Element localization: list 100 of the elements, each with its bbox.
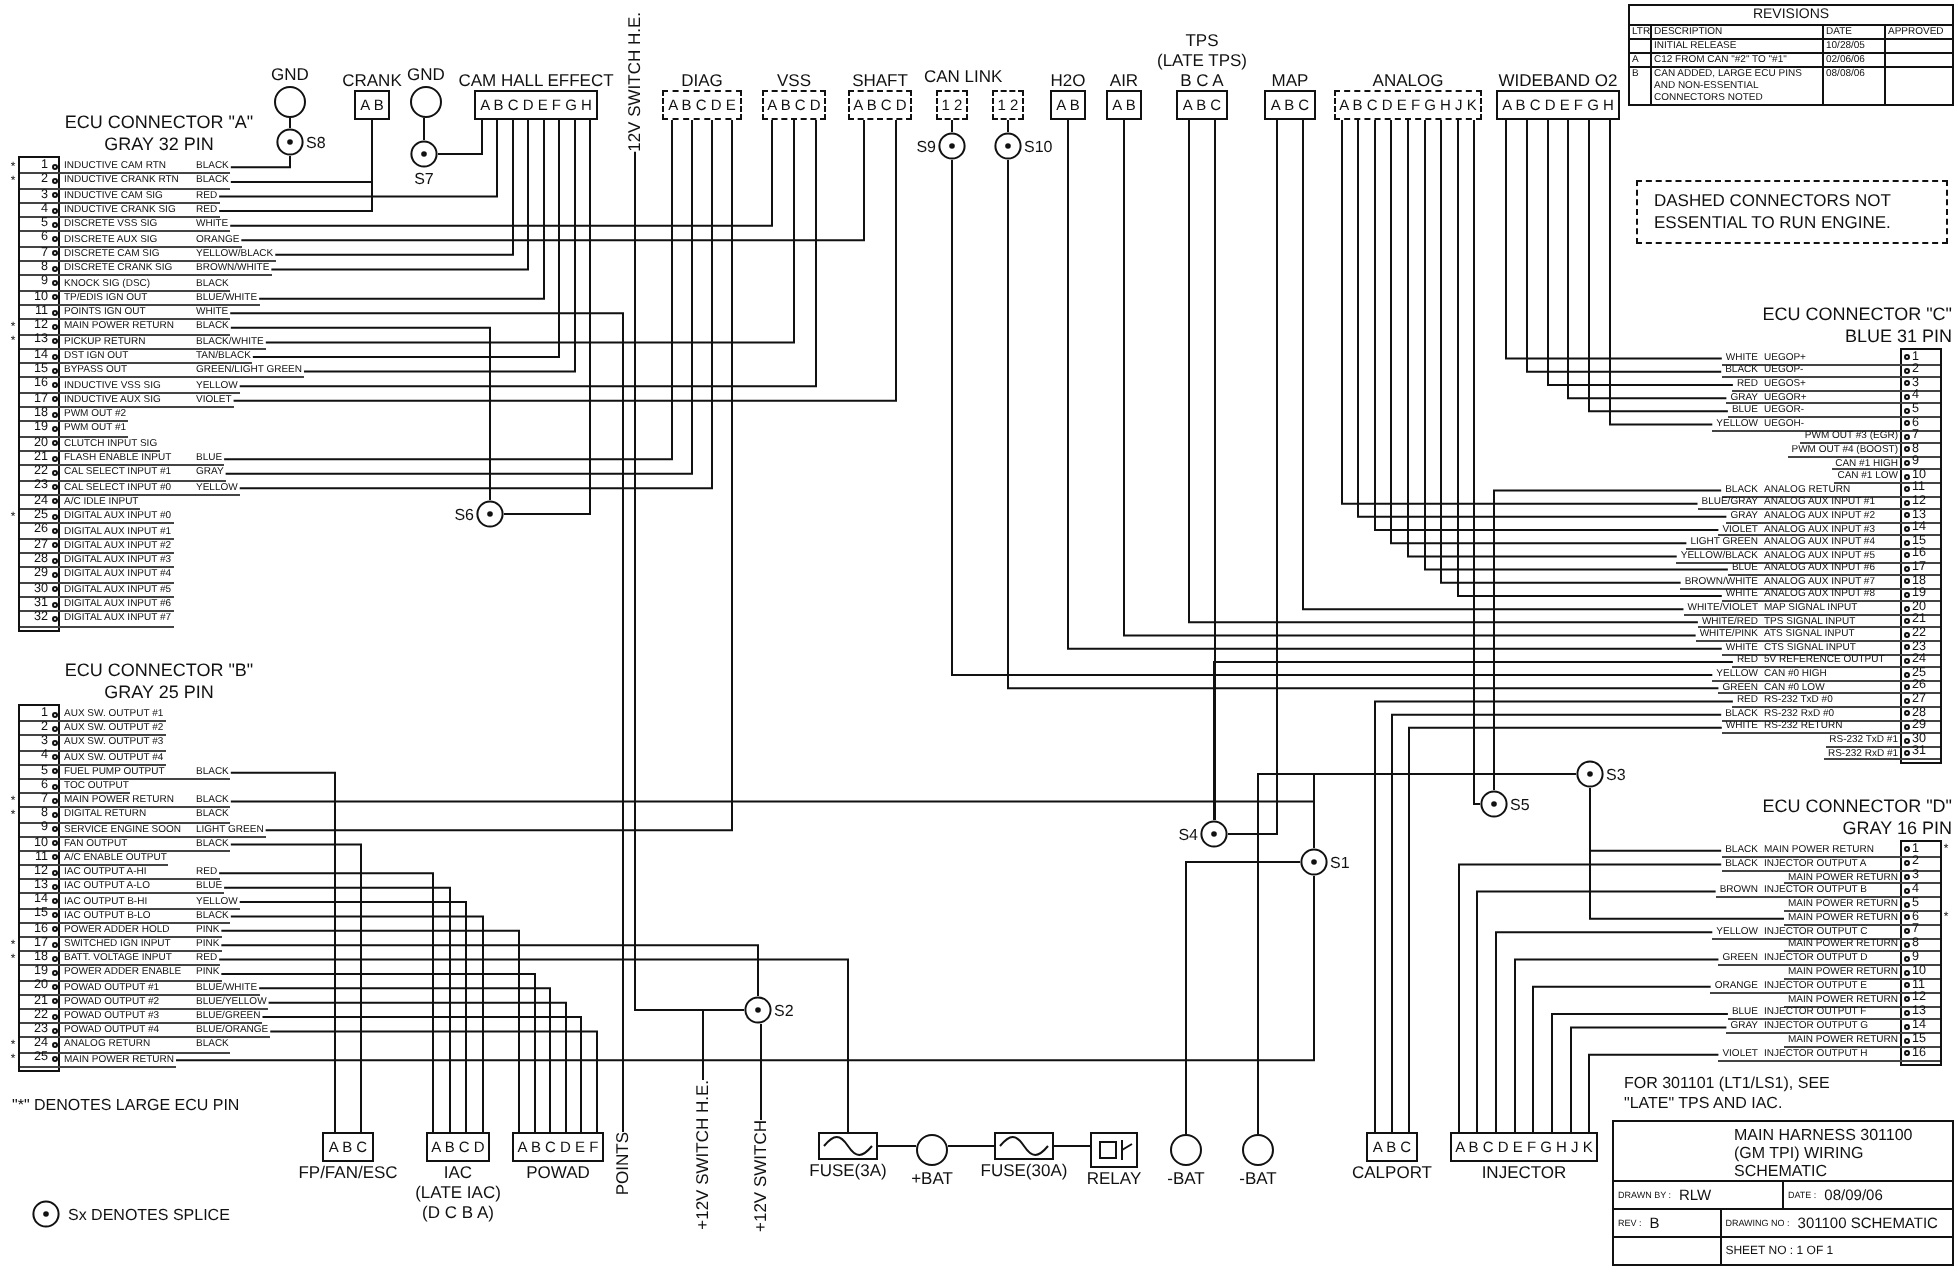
pin-row — [20, 466, 226, 482]
pin-row — [1732, 378, 1940, 392]
wire — [264, 119, 733, 832]
pin-row — [1721, 844, 1940, 858]
pin-row — [20, 524, 174, 540]
wire — [1547, 119, 1734, 386]
wire — [1185, 861, 1301, 1135]
connector-title: ECU CONNECTOR "D" — [1762, 796, 1952, 818]
wire — [1424, 119, 1729, 571]
pin-row — [20, 539, 174, 555]
pin-row — [20, 495, 141, 511]
wire — [175, 875, 1315, 1062]
pin-row — [20, 938, 222, 953]
pin-row — [20, 708, 166, 723]
wire — [1214, 119, 1216, 821]
connector-label: (D C B A) — [422, 1202, 494, 1222]
pin-row — [1825, 734, 1940, 748]
pin-row — [1784, 871, 1940, 885]
connector-title: ECU CONNECTOR "B" — [64, 660, 254, 682]
pin-row — [1721, 365, 1940, 379]
wire — [1493, 489, 1723, 791]
pin-row — [1695, 628, 1940, 643]
pin-row — [20, 378, 240, 394]
connector-label: SHAFT — [852, 70, 908, 90]
wire — [1302, 119, 1685, 611]
connector-title: ECU CONNECTOR "C" — [1762, 304, 1952, 326]
pin-row — [20, 276, 231, 292]
wire — [1551, 1012, 1729, 1133]
pin-row — [1833, 470, 1940, 484]
wire — [220, 929, 520, 1133]
wire — [1588, 119, 1729, 413]
connector-label: INJECTOR — [1481, 1162, 1567, 1182]
pin-row — [20, 510, 174, 525]
pin-row — [1710, 979, 1940, 994]
pin-row — [1715, 884, 1940, 899]
pin-row — [20, 320, 231, 336]
connector-label: DIAG — [681, 70, 723, 90]
pin-row — [1831, 457, 1940, 471]
pin-row — [1712, 925, 1940, 940]
splice-label: S3 — [1606, 765, 1626, 783]
relay-label: RELAY — [1086, 1168, 1142, 1188]
pin-row — [1726, 510, 1940, 524]
pin-row — [20, 751, 166, 766]
wire — [218, 119, 498, 198]
splice-label: S1 — [1330, 853, 1350, 871]
wire — [1473, 119, 1481, 805]
connector-label: CALPORT — [1352, 1162, 1432, 1182]
terminal-label: -BAT — [1239, 1168, 1277, 1188]
pin-row — [20, 722, 166, 737]
wire-label: 12V SWITCH H.E. — [624, 12, 646, 152]
pin-row — [20, 736, 166, 752]
connector-label: ANALOG — [1372, 70, 1444, 90]
pin-row — [20, 823, 266, 838]
pin-row — [20, 554, 174, 569]
pin-row — [1784, 939, 1940, 953]
wire — [220, 972, 536, 1133]
pin-row — [1712, 668, 1940, 682]
wire — [1440, 119, 1682, 584]
wire — [220, 944, 759, 997]
pin-row — [1721, 857, 1940, 872]
fuse-label: FUSE(3A) — [809, 1160, 887, 1180]
pin-row — [20, 1053, 176, 1068]
pin-row — [20, 794, 231, 809]
connector-label: IAC — [443, 1162, 473, 1182]
pin-row — [1697, 615, 1940, 629]
wire — [258, 119, 545, 300]
pin-row — [1784, 966, 1940, 980]
wire — [503, 119, 591, 515]
pin-row — [1718, 681, 1940, 695]
wire — [229, 326, 491, 501]
pin-row — [1721, 483, 1940, 498]
wire — [238, 901, 467, 1133]
note-text: FOR 301101 (LT1/LS1), SEE "LATE" TPS AND IAC. — [1624, 1074, 1832, 1114]
wire — [270, 119, 529, 271]
connector-label: TPS — [1185, 30, 1219, 50]
pin-row — [1718, 1047, 1940, 1062]
pin-row — [1697, 497, 1940, 511]
splice-label: S4 — [1178, 825, 1198, 843]
wire — [238, 119, 817, 388]
wire — [289, 117, 291, 129]
pin-row — [20, 335, 266, 350]
pin-row — [20, 349, 253, 365]
connector-title: ECU CONNECTOR "A" — [64, 112, 254, 134]
wire — [877, 1145, 917, 1147]
pin-row — [1721, 352, 1940, 366]
connector-title: GRAY 25 PIN — [104, 682, 214, 704]
connector-label: POWAD — [526, 1162, 590, 1182]
wire — [302, 119, 576, 373]
pin-row — [20, 481, 240, 496]
pin-row — [20, 866, 220, 881]
wire — [218, 958, 849, 1133]
pin-row — [20, 1038, 231, 1053]
connector-label: (LATE IAC) — [415, 1182, 501, 1202]
wire — [1457, 119, 1723, 597]
wire — [218, 119, 373, 213]
pin-row — [1727, 404, 1940, 418]
pin-row — [20, 393, 234, 409]
wire — [232, 119, 897, 402]
pin-row — [1823, 747, 1940, 761]
pin-row — [20, 451, 225, 467]
